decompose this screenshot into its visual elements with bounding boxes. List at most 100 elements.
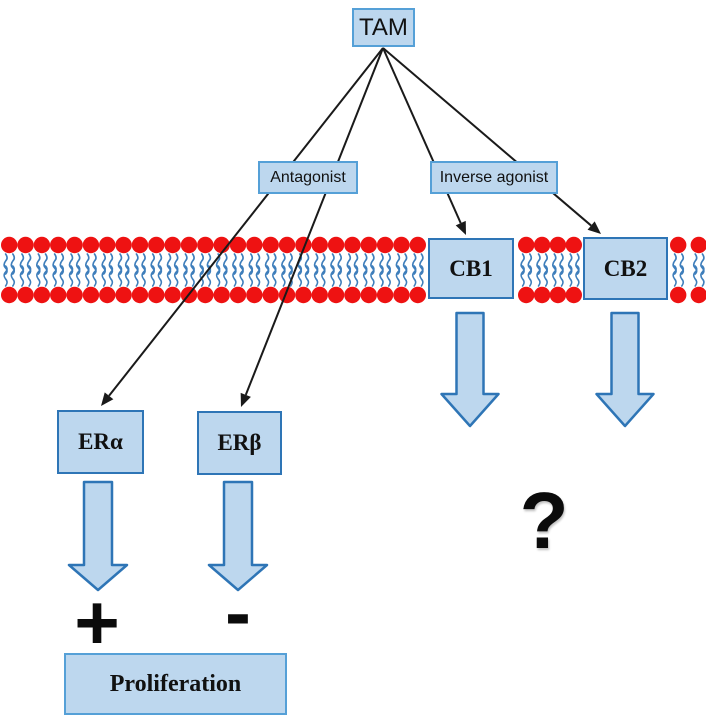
lipid-head: [376, 286, 394, 304]
lipid-head: [229, 286, 247, 304]
lipid-tail: [281, 265, 286, 287]
lipid-head: [148, 236, 165, 254]
lipid-head: [229, 236, 247, 254]
lipid-tail: [134, 265, 139, 287]
connectors: [101, 47, 601, 407]
connector-cb1: [382, 47, 466, 235]
lipid-tail: [85, 265, 90, 287]
lipid-head: [549, 286, 567, 304]
lipid-tail: [313, 265, 319, 287]
minus-sign: -: [225, 568, 251, 656]
lipid-head: [17, 236, 34, 254]
lipid-head: [131, 286, 149, 304]
lipid-head: [533, 236, 551, 254]
lipid-head: [533, 286, 551, 304]
lipid-tail: [124, 265, 130, 287]
lipid-tail: [75, 265, 81, 287]
lipid-head: [197, 236, 214, 254]
lipid-tail: [411, 265, 417, 287]
lipid-head: [360, 286, 377, 304]
arrowhead-icon: [455, 220, 466, 235]
lipid-tail: [101, 265, 106, 287]
lipid-head: [690, 286, 706, 304]
block-down-arrow-icon: [595, 311, 655, 428]
lipid-tail: [272, 265, 277, 287]
lipid-tail: [337, 265, 342, 287]
cell-membrane: [1, 236, 706, 304]
lipid-head: [82, 286, 100, 304]
lipid-tail: [346, 265, 352, 287]
lipid-head: [376, 236, 394, 254]
lipid-head: [33, 286, 51, 304]
lipid-head: [197, 286, 214, 304]
lipid-head: [99, 236, 116, 254]
lipid-head: [164, 236, 181, 254]
lipid-head: [148, 286, 165, 304]
lipid-tail: [321, 265, 326, 287]
lipid-head: [565, 236, 582, 254]
lipid-tail: [288, 265, 293, 287]
lipid-tail: [402, 265, 408, 287]
node-cb1-receptor: CB1: [428, 238, 514, 299]
connector-erα: [101, 47, 384, 406]
lipid-head: [1, 236, 18, 254]
lipid-head: [66, 236, 83, 254]
lipid-head: [327, 236, 345, 254]
lipid-tail: [700, 265, 705, 287]
plus-sign: +: [74, 578, 120, 666]
lipid-tail: [386, 265, 391, 287]
arrowhead-icon: [240, 392, 251, 407]
lipid-head: [131, 236, 149, 254]
lipid-tail: [183, 265, 188, 287]
connector-erβ: [240, 47, 384, 407]
lipid-tail: [239, 265, 244, 287]
node-er-alpha-receptor: ERα: [57, 410, 144, 474]
lipid-tail: [679, 265, 685, 287]
lipid-tail: [199, 265, 204, 287]
lipid-head: [17, 286, 34, 304]
lipid-head: [409, 286, 426, 304]
connector-line: [382, 47, 462, 224]
lipid-tail: [59, 265, 65, 287]
lipid-tail: [353, 265, 359, 287]
lipid-tail: [520, 265, 525, 287]
lipid-tail: [36, 265, 41, 287]
lipid-head: [295, 286, 312, 304]
connector-line: [244, 47, 384, 396]
lipid-tail: [68, 265, 74, 287]
lipid-tail: [362, 265, 368, 287]
lipid-tail: [672, 265, 677, 287]
lipid-tail: [255, 265, 261, 287]
block-down-arrow-icon: [67, 480, 129, 592]
node-inverse-agonist-label: Inverse agonist: [430, 161, 558, 194]
lipid-head: [360, 236, 377, 254]
node-proliferation: Proliferation: [64, 653, 287, 715]
lipid-tail: [166, 265, 172, 287]
lipid-tail: [395, 265, 401, 287]
lipid-head: [66, 286, 83, 304]
lipid-head: [50, 236, 67, 254]
lipid-head: [262, 286, 279, 304]
node-antagonist-label: Antagonist: [258, 161, 358, 194]
arrowhead-icon: [587, 221, 601, 234]
lipid-head: [670, 286, 687, 304]
lipid-tail: [370, 265, 375, 287]
lipid-tail: [215, 265, 221, 287]
lipid-head: [164, 286, 181, 304]
lipid-tail: [536, 265, 541, 287]
lipid-tail: [264, 265, 270, 287]
lipid-tail: [232, 265, 237, 287]
lipid-tail: [117, 265, 123, 287]
lipid-head: [670, 236, 687, 254]
lipid-tail: [543, 265, 548, 287]
node-tam: TAM: [352, 8, 415, 47]
lipid-tail: [19, 265, 25, 287]
node-cb2-receptor: CB2: [583, 237, 668, 300]
lipid-head: [565, 286, 582, 304]
lipid-head: [213, 286, 230, 304]
lipid-tail: [567, 265, 573, 287]
block-arrows: [67, 311, 655, 592]
lipid-head: [393, 236, 410, 254]
